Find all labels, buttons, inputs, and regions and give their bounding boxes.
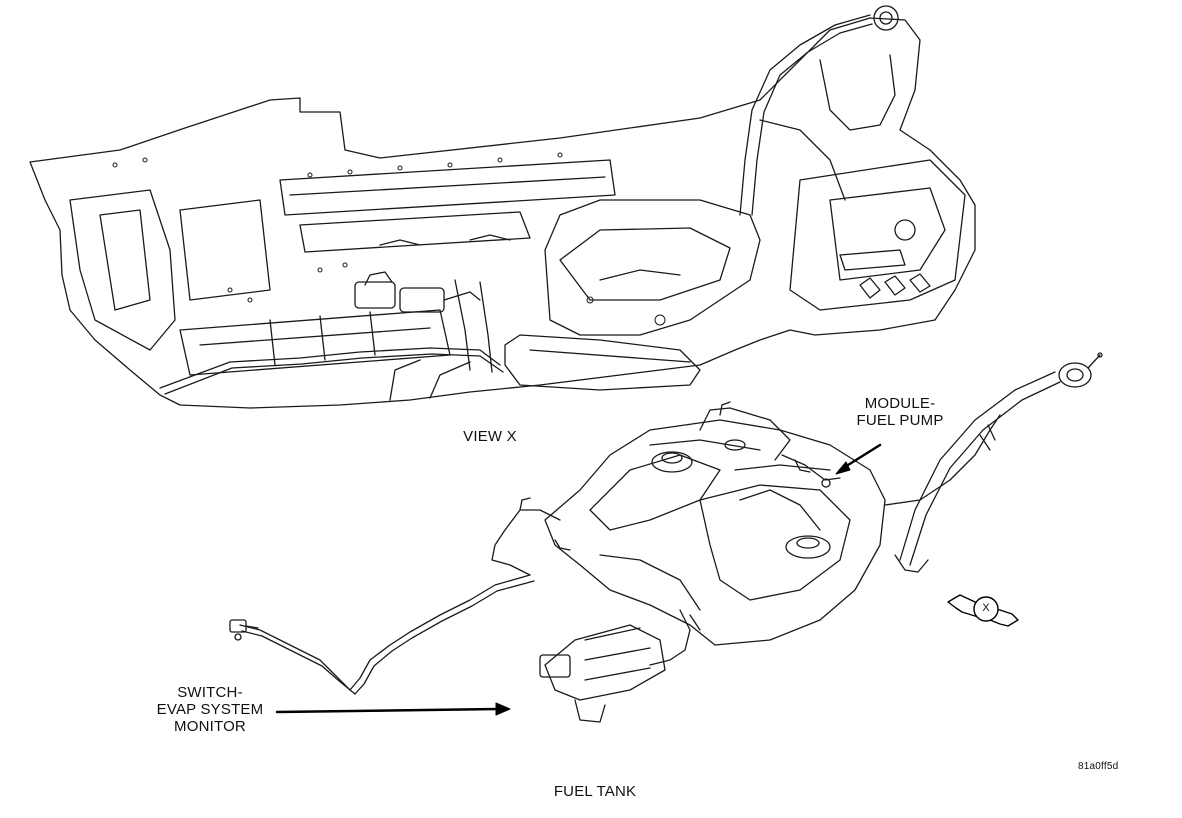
fuel-tank-assembly (229, 352, 1103, 723)
module-fuel-pump-line-1: MODULE- (864, 395, 936, 412)
switch-evap-label: SWITCH- EVAP SYSTEM MONITOR (150, 684, 270, 735)
switch-evap-line-2: EVAP SYSTEM (156, 701, 264, 718)
vehicle-underbody (29, 5, 976, 409)
leader-arrows (275, 443, 882, 716)
switch-evap-line-1: SWITCH- (177, 684, 243, 701)
view-direction-marker (947, 594, 1019, 627)
view-marker-letter: X (982, 602, 990, 614)
module-fuel-pump-line-2: FUEL PUMP (856, 412, 944, 429)
figure-caption: FUEL TANK (553, 783, 637, 800)
switch-evap-line-3: MONITOR (174, 718, 246, 735)
figure-id: 81a0ff5d (1078, 761, 1119, 772)
module-fuel-pump-label: MODULE- FUEL PUMP (840, 395, 960, 429)
view-x-label: VIEW X (463, 428, 517, 445)
